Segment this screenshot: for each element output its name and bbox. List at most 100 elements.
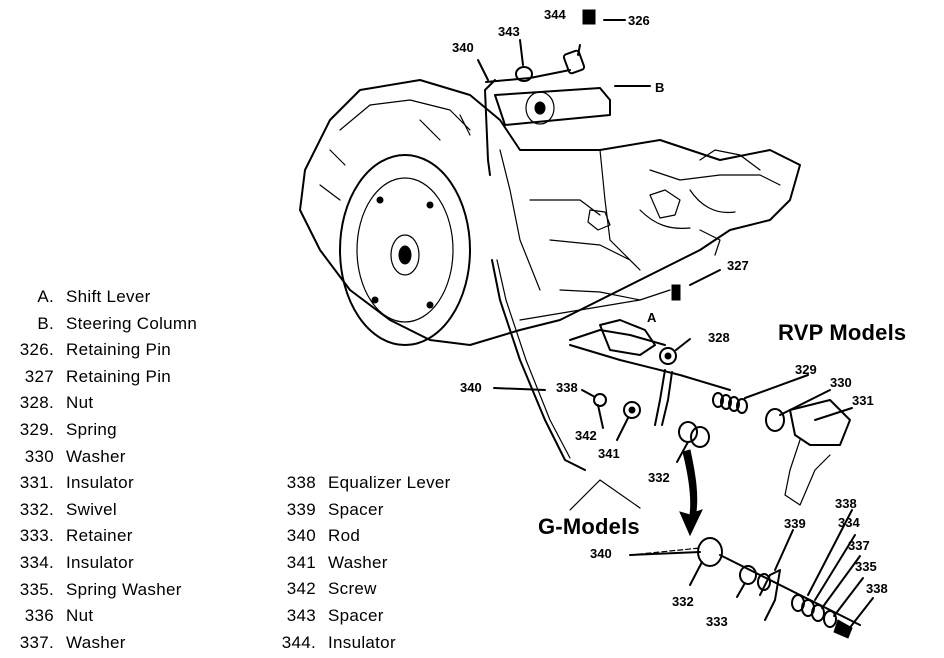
legend-code: 330 xyxy=(24,446,54,466)
legend-code: 329. xyxy=(19,419,54,439)
legend-row: 326. Retaining Pin xyxy=(6,337,197,364)
callout-b: B xyxy=(655,80,664,95)
callout-344: 344 xyxy=(544,7,566,22)
legend-row: 342 Screw xyxy=(276,576,451,603)
callout-328: 328 xyxy=(708,330,730,345)
g-models-arrow xyxy=(679,449,703,537)
callout-343: 343 xyxy=(498,24,520,39)
legend-row: 338 Equalizer Lever xyxy=(276,470,451,497)
legend-code: 334. xyxy=(19,552,54,572)
legend-label: Spacer xyxy=(328,605,384,625)
legend-label: Washer xyxy=(328,552,388,572)
legend-row: 334. Insulator xyxy=(6,550,197,577)
top-parts xyxy=(485,9,596,83)
legend-row: 344. Insulator xyxy=(276,630,451,657)
callout-327: 327 xyxy=(727,258,749,273)
legend-label: Retaining Pin xyxy=(66,366,172,386)
transmission-housing xyxy=(299,79,801,346)
callout-332-g: 332 xyxy=(672,594,694,609)
callout-340-g: 340 xyxy=(590,546,612,561)
callout-336: 338 xyxy=(866,581,888,596)
legend-row: 343 Spacer xyxy=(276,603,451,630)
legend-code: 331. xyxy=(19,473,54,493)
heading-g-models: G-Models xyxy=(538,514,640,539)
legend-label: Spacer xyxy=(328,499,384,519)
callout-329: 329 xyxy=(795,362,817,377)
legend-row: 332. Swivel xyxy=(6,497,197,524)
legend-label: Steering Column xyxy=(66,313,198,333)
legend-code: 332. xyxy=(19,499,54,519)
legend-code: 343 xyxy=(286,605,316,625)
legend-code: B. xyxy=(37,313,54,333)
legend-code: 327 xyxy=(24,366,54,386)
legend-label: Swivel xyxy=(66,499,117,519)
legend-code: A. xyxy=(37,287,54,306)
legend-label: Nut xyxy=(66,606,94,626)
callout-337: 337 xyxy=(848,538,870,553)
legend-code: 333. xyxy=(19,526,54,546)
legend-row: 339 Spacer xyxy=(276,497,451,524)
legend-row: 329. Spring xyxy=(6,417,197,444)
callout-332-mid: 332 xyxy=(648,470,670,485)
legend-row: A. Shift Lever xyxy=(6,284,197,311)
legend-row: 327 Retaining Pin xyxy=(6,364,197,391)
heading-rvp-models: RVP Models xyxy=(778,320,907,345)
legend-row: B. Steering Column xyxy=(6,311,197,338)
legend-label: Insulator xyxy=(328,632,396,652)
legend-row: 336 Nut xyxy=(6,603,197,630)
legend-row: 341 Washer xyxy=(276,550,451,577)
rod-340-upper xyxy=(484,79,496,176)
callout-340-top: 340 xyxy=(452,40,474,55)
legend-row: 328. Nut xyxy=(6,390,197,417)
callout-339: 339 xyxy=(784,516,806,531)
legend-label: Insulator xyxy=(66,552,134,572)
legend-code: 340 xyxy=(286,526,316,546)
legend-code: 338 xyxy=(286,473,316,492)
leader-lines xyxy=(477,19,874,631)
callout-342: 342 xyxy=(575,428,597,443)
legend-row: 331. Insulator xyxy=(6,470,197,497)
callout-333: 333 xyxy=(706,614,728,629)
legend-row: 337. Washer xyxy=(6,630,197,657)
legend-row: 340 Rod xyxy=(276,523,451,550)
callout-338-g: 338 xyxy=(835,496,857,511)
legend-left: A. Shift Lever B. Steering Column 326. Reta… xyxy=(6,284,197,656)
legend-label: Retainer xyxy=(66,526,133,546)
callout-326: 326 xyxy=(628,13,650,28)
legend-label: Washer xyxy=(66,446,126,466)
callout-341: 341 xyxy=(598,446,620,461)
legend-row: 333. Retainer xyxy=(6,523,197,550)
legend-code: 328. xyxy=(19,393,54,413)
legend-row: 330 Washer xyxy=(6,444,197,471)
rod-340-main xyxy=(491,259,586,471)
legend-code: 337. xyxy=(19,632,54,652)
legend-code: 344. xyxy=(281,632,316,652)
legend-label: Insulator xyxy=(66,473,134,493)
legend-label: Rod xyxy=(328,526,361,546)
legend-code: 326. xyxy=(19,340,54,360)
callout-334: 334 xyxy=(838,515,860,530)
legend-label: Shift Lever xyxy=(66,287,151,306)
legend-label: Spring Washer xyxy=(66,579,182,599)
equalizer-lever-assembly xyxy=(569,284,851,506)
callout-340-mid: 340 xyxy=(460,380,482,395)
legend-code: 335. xyxy=(19,579,54,599)
rvp-spring-stack xyxy=(712,392,851,506)
callout-330: 330 xyxy=(830,375,852,390)
legend-label: Retaining Pin xyxy=(66,340,172,360)
legend-label: Nut xyxy=(66,393,94,413)
legend-label: Screw xyxy=(328,579,377,599)
callout-338-mid: 338 xyxy=(556,380,578,395)
legend-row: 335. Spring Washer xyxy=(6,577,197,604)
legend-code: 339 xyxy=(286,499,316,519)
callout-a: A xyxy=(647,310,657,325)
legend-code: 336 xyxy=(24,606,54,626)
legend-label: Washer xyxy=(66,632,126,652)
legend-code: 342 xyxy=(286,579,316,599)
callout-335: 335 xyxy=(855,559,877,574)
legend-label: Spring xyxy=(66,419,117,439)
legend-label: Equalizer Lever xyxy=(328,473,451,492)
legend-code: 341 xyxy=(286,552,316,572)
